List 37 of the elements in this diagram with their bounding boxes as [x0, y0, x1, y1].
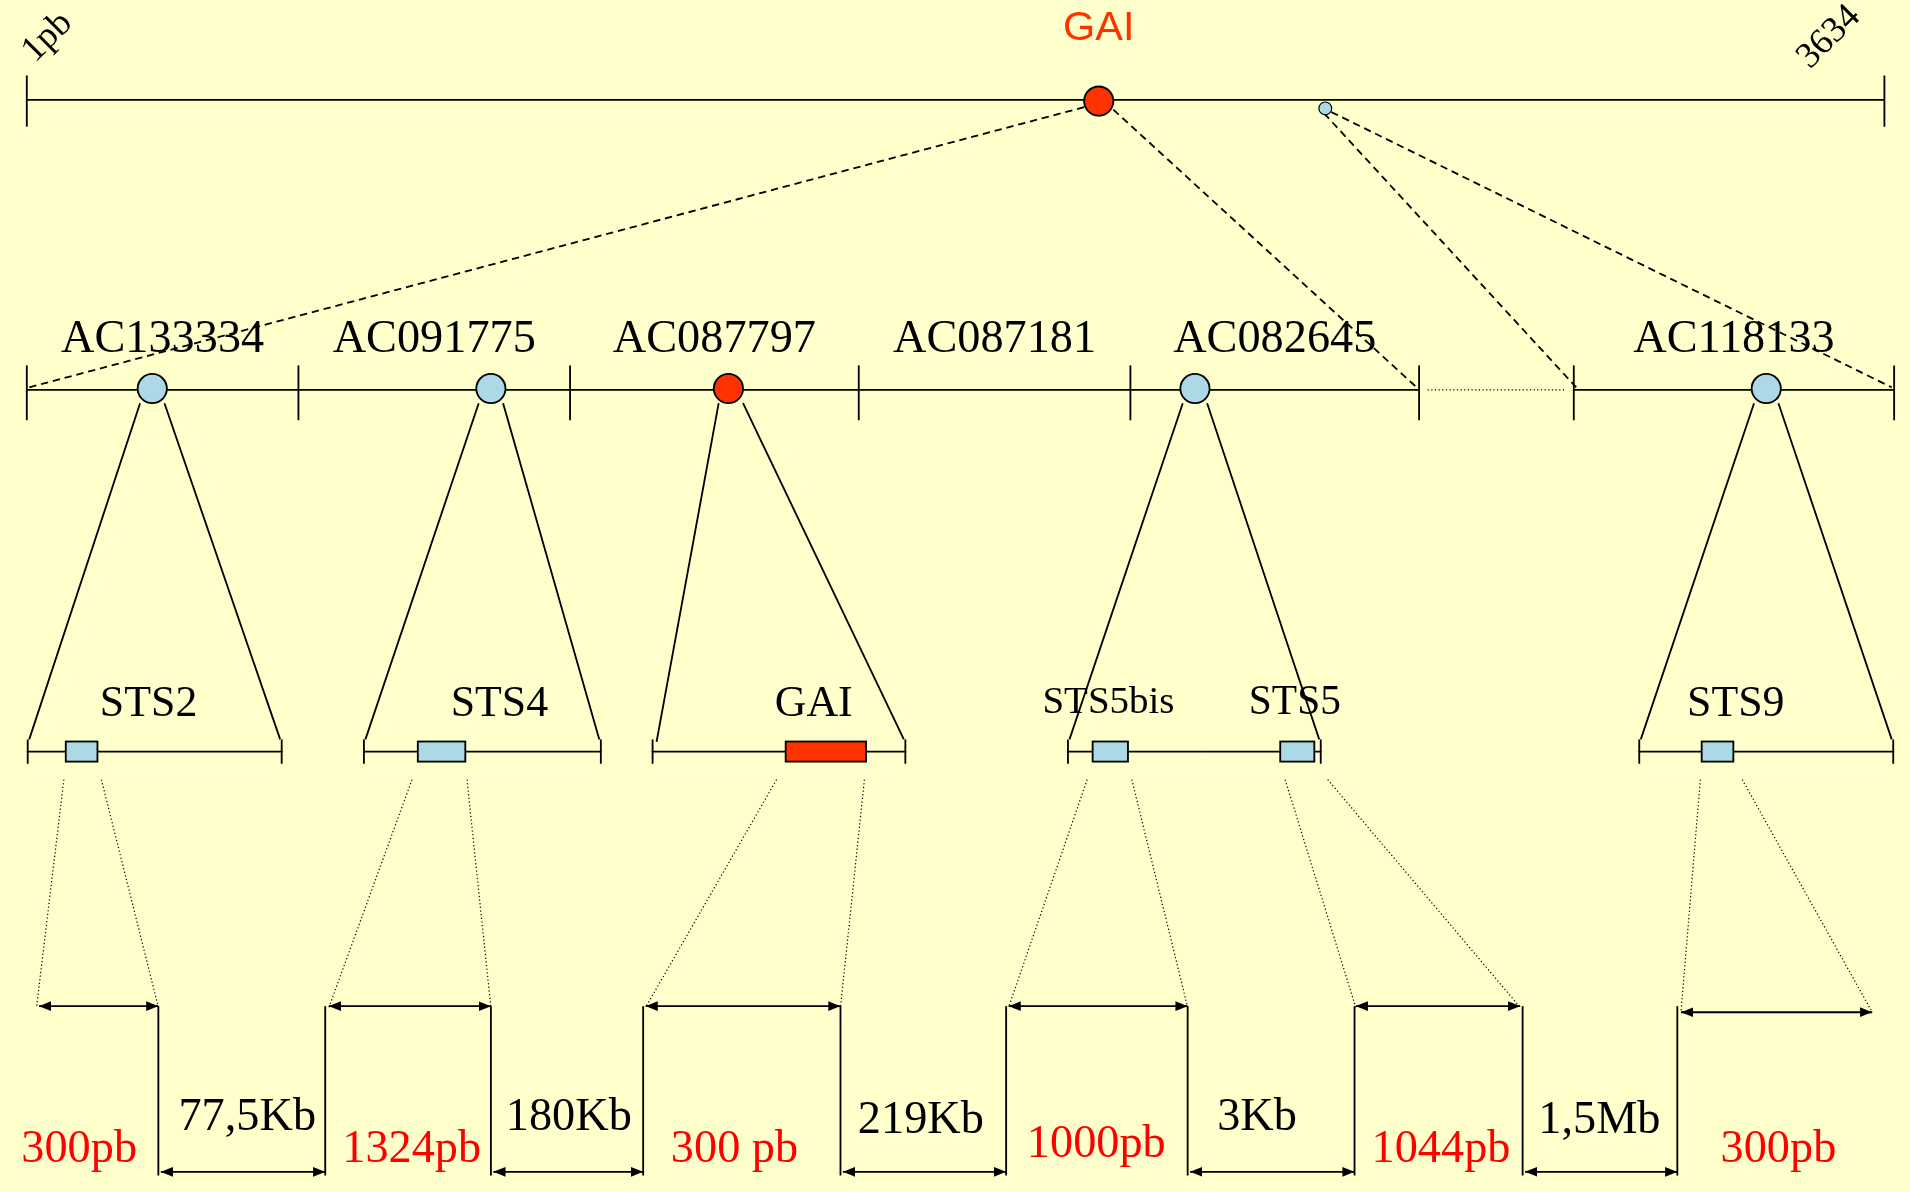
size-label: 77,5Kb — [177, 1091, 318, 1138]
size-label: 1000pb — [1025, 1118, 1167, 1165]
connector-line — [163, 402, 282, 741]
clone-label: AC087181 — [892, 313, 1098, 360]
gene-label: GAI — [1062, 4, 1136, 47]
projection-line — [1323, 112, 1578, 389]
clone-label: AC087797 — [611, 313, 817, 360]
size-label: 1,5Mb — [1537, 1093, 1662, 1141]
connector-line — [1206, 402, 1321, 741]
clone-label: AC118133 — [1632, 313, 1836, 360]
marker-label: STS2 — [98, 679, 199, 724]
marker-label: STS4 — [449, 679, 550, 724]
connector-line — [502, 402, 601, 741]
connector-line — [28, 402, 141, 741]
connector-line — [1777, 402, 1893, 741]
position-label: 1pb — [13, 3, 78, 68]
projection-line — [1330, 111, 1893, 389]
marker-dot — [1318, 101, 1333, 116]
size-label: 3Kb — [1216, 1091, 1298, 1138]
marker-label: GAI — [773, 679, 854, 724]
size-label: 1044pb — [1370, 1123, 1512, 1170]
projection-line — [28, 106, 1086, 389]
size-label: 300 pb — [669, 1123, 800, 1170]
size-label: 1324pb — [341, 1123, 483, 1170]
clone-label: AC082645 — [1172, 313, 1378, 360]
size-label: 300pb — [1719, 1123, 1838, 1170]
connector-line — [655, 402, 720, 743]
connector-line — [1068, 402, 1184, 741]
connector-line — [742, 402, 905, 741]
projection-line — [1112, 108, 1418, 389]
size-label: 180Kb — [504, 1091, 633, 1138]
connector-line — [364, 402, 480, 741]
clone-label: AC091775 — [331, 313, 537, 360]
connector-line — [1639, 402, 1755, 741]
size-label: 300pb — [20, 1123, 139, 1170]
size-label: 219Kb — [856, 1093, 985, 1141]
marker-label: STS9 — [1686, 679, 1786, 724]
